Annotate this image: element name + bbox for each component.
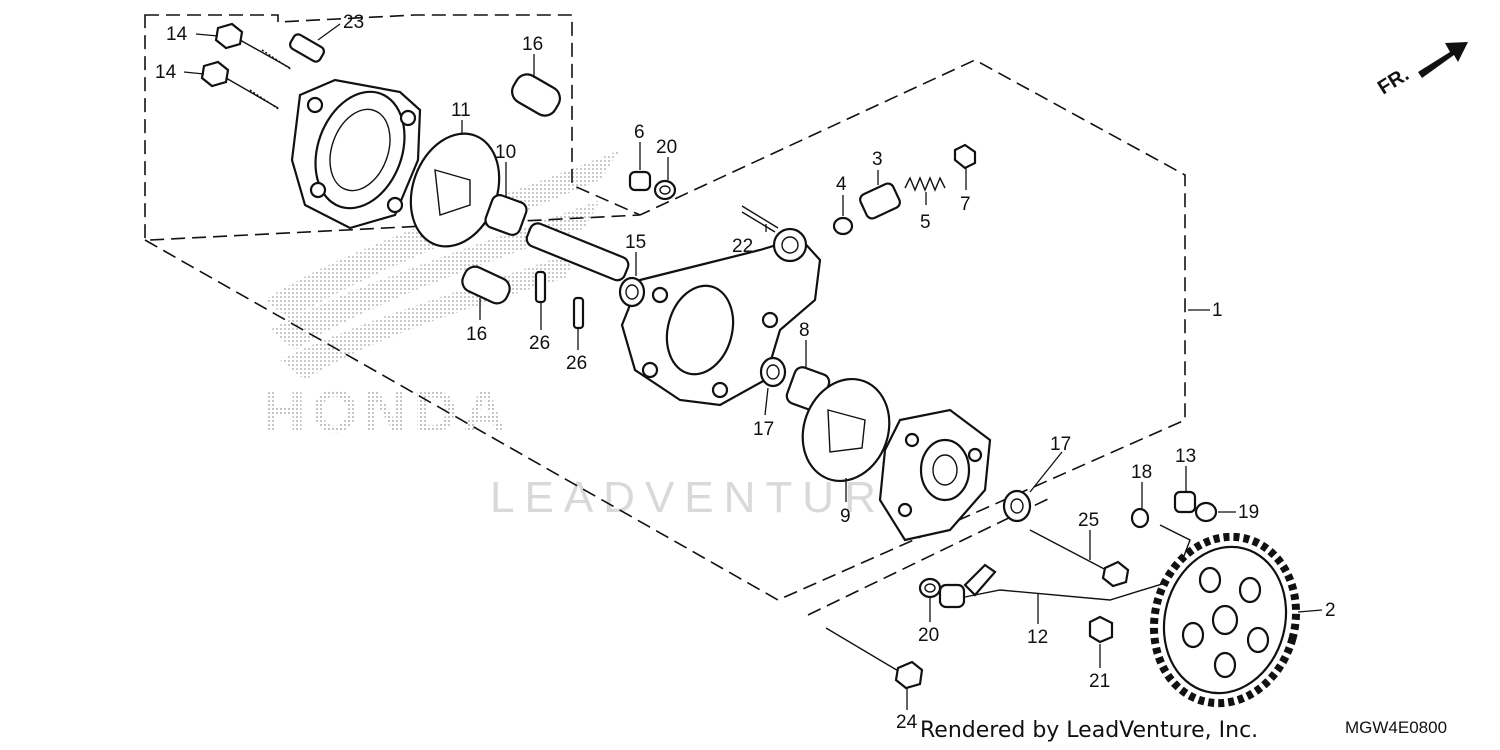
oil-seal-17-lower bbox=[1002, 489, 1032, 523]
oil-pipe-12 bbox=[938, 524, 1191, 609]
pump-body bbox=[620, 227, 822, 407]
callout-labels: 14 23 14 16 11 10 6 20 3 4 5 7 22 15 1 8… bbox=[155, 12, 1336, 733]
callout-16-upper: 16 bbox=[522, 34, 543, 55]
relief-valve-3 bbox=[859, 182, 901, 220]
callout-14-lower: 14 bbox=[155, 62, 177, 83]
callout-9: 9 bbox=[840, 506, 851, 527]
cotter-pin-22 bbox=[741, 205, 779, 233]
callout-26-right: 26 bbox=[566, 353, 587, 374]
callout-25: 25 bbox=[1078, 510, 1099, 531]
collar-13 bbox=[1173, 490, 1197, 514]
callout-19: 19 bbox=[1238, 502, 1259, 523]
washer-20-lower bbox=[918, 577, 942, 599]
callout-7: 7 bbox=[960, 194, 971, 215]
outer-rotor-9 bbox=[801, 377, 891, 483]
drive-sprocket-2 bbox=[1149, 532, 1301, 708]
callout-1: 1 bbox=[1212, 300, 1223, 321]
callout-17-lower: 17 bbox=[1050, 434, 1071, 455]
leadventure-watermark: LEADVENTURE bbox=[490, 473, 925, 522]
inner-rotor-10 bbox=[484, 194, 528, 236]
callout-22: 22 bbox=[732, 236, 753, 257]
callout-21: 21 bbox=[1089, 671, 1110, 692]
callout-2: 2 bbox=[1325, 600, 1336, 621]
leader-lines bbox=[183, 23, 1323, 710]
flange-bolt-25 bbox=[1029, 529, 1130, 588]
oil-seal-17-upper bbox=[759, 356, 787, 388]
o-ring-18 bbox=[1130, 507, 1150, 529]
pump-shaft bbox=[525, 222, 630, 282]
pump-cover-right bbox=[878, 408, 992, 542]
callout-26-left: 26 bbox=[529, 333, 550, 354]
callout-16-lower: 16 bbox=[466, 324, 487, 345]
diagram-code: MGW4E0800 bbox=[1345, 718, 1448, 737]
pump-cover bbox=[290, 78, 422, 230]
dowel-collar-upper bbox=[511, 73, 561, 117]
callout-4: 4 bbox=[836, 174, 847, 195]
collar-4 bbox=[832, 216, 854, 236]
callout-12: 12 bbox=[1027, 627, 1048, 648]
honda-watermark: HONDA bbox=[262, 378, 512, 445]
callout-20-lower: 20 bbox=[918, 625, 939, 646]
washer-19 bbox=[1194, 501, 1218, 523]
callout-24: 24 bbox=[896, 712, 918, 733]
dowel-pin-26a bbox=[534, 270, 547, 304]
callout-14-upper: 14 bbox=[166, 24, 188, 45]
callout-17-upper: 17 bbox=[753, 419, 774, 440]
dowel-collar-lower bbox=[461, 265, 511, 305]
callout-11: 11 bbox=[451, 100, 471, 121]
plug-7 bbox=[953, 143, 977, 170]
dowel-pin-26b bbox=[572, 296, 585, 330]
front-direction-arrow: FR. bbox=[1374, 42, 1468, 99]
callout-23: 23 bbox=[343, 12, 364, 33]
callout-5: 5 bbox=[920, 212, 931, 233]
callout-8: 8 bbox=[799, 320, 810, 341]
nut-21 bbox=[1088, 615, 1114, 644]
collar-6 bbox=[628, 170, 652, 192]
flange-bolt-upper bbox=[214, 22, 293, 71]
flange-bolt-lower bbox=[200, 60, 281, 111]
flange-bolt-24 bbox=[825, 627, 924, 690]
callout-6: 6 bbox=[634, 122, 645, 143]
render-credit: Rendered by LeadVenture, Inc. bbox=[920, 718, 1259, 743]
callout-20-upper: 20 bbox=[656, 137, 677, 158]
callout-3: 3 bbox=[872, 149, 883, 170]
dowel-pin-23 bbox=[289, 33, 325, 63]
spring-5 bbox=[904, 176, 946, 192]
svg-text:FR.: FR. bbox=[1374, 64, 1413, 100]
oil-seal-15 bbox=[618, 276, 646, 308]
callout-10: 10 bbox=[495, 142, 516, 163]
washer-20-upper bbox=[653, 179, 677, 201]
callout-13: 13 bbox=[1175, 446, 1196, 467]
callout-18: 18 bbox=[1131, 462, 1152, 483]
callout-15: 15 bbox=[625, 232, 646, 253]
assembly-boundary-left bbox=[144, 14, 641, 241]
